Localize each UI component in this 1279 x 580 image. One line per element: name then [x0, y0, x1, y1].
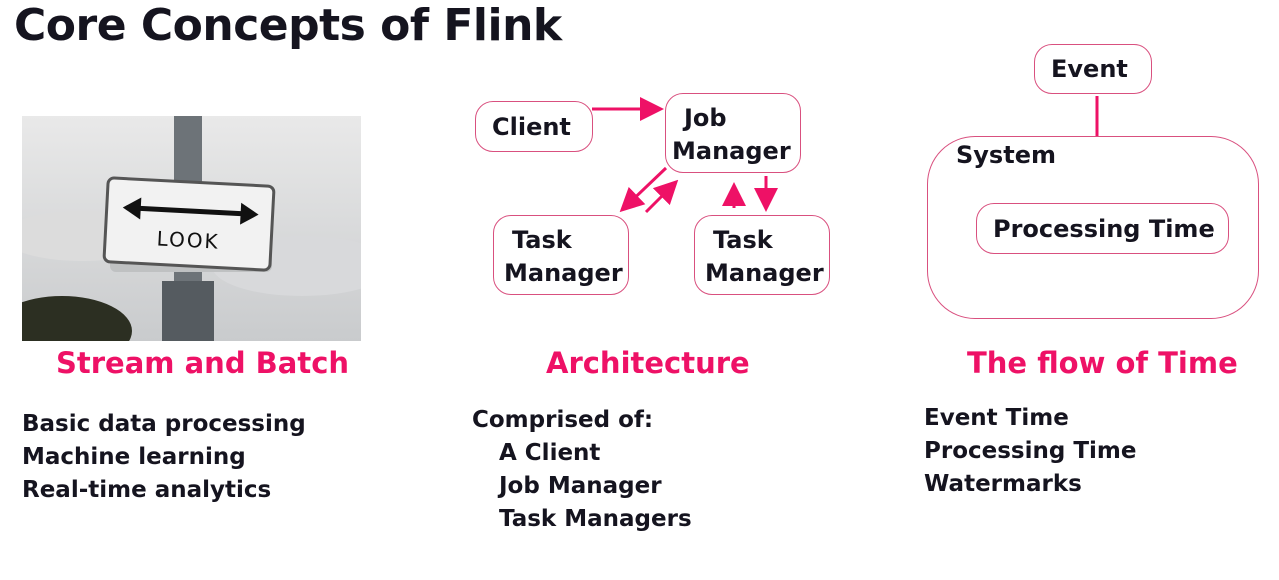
- job-manager-label-2: Manager: [672, 137, 791, 165]
- task-manager-label-2: Manager: [504, 259, 623, 287]
- architecture-heading: Architecture: [546, 346, 750, 380]
- arrow-job-to-task1: [619, 166, 668, 213]
- processing-time-box: Processing Time: [976, 203, 1229, 254]
- list-intro: Comprised of:: [472, 407, 654, 433]
- slide-title: Core Concepts of Flink: [14, 0, 562, 51]
- stream-batch-heading: Stream and Batch: [56, 346, 350, 380]
- list-item: A Client: [499, 440, 601, 466]
- client-box: Client: [475, 101, 593, 152]
- task-manager-label-2: Manager: [705, 259, 824, 287]
- flow-of-time-list: Event Time Processing Time Watermarks: [924, 402, 1136, 501]
- job-manager-label: Job: [684, 104, 727, 132]
- job-manager-box: Job Manager: [665, 93, 801, 173]
- client-label: Client: [492, 113, 571, 141]
- task-manager-box-1: Task Manager: [493, 215, 629, 295]
- task-manager-label: Task: [512, 226, 572, 254]
- task-manager-box-2: Task Manager: [694, 215, 830, 295]
- list-item: Task Managers: [499, 506, 692, 532]
- sign-text: LOOK: [156, 226, 220, 253]
- flow-of-time-heading: The flow of Time: [967, 346, 1238, 380]
- list-item: Processing Time: [924, 438, 1137, 464]
- look-sign-photo: LOOK: [0, 116, 392, 366]
- list-item: Event Time: [924, 405, 1069, 431]
- event-label: Event: [1051, 55, 1128, 83]
- list-item: Machine learning: [22, 444, 246, 470]
- stream-batch-list: Basic data processing Machine learning R…: [22, 408, 306, 507]
- task-manager-label: Task: [713, 226, 773, 254]
- list-item: Real-time analytics: [22, 477, 272, 503]
- event-box: Event: [1034, 44, 1152, 94]
- processing-time-label: Processing Time: [993, 215, 1215, 243]
- list-item: Watermarks: [924, 471, 1082, 497]
- arrow-task1-to-job: [644, 179, 679, 214]
- list-item: Job Manager: [499, 473, 662, 499]
- list-item: Basic data processing: [22, 411, 306, 437]
- system-label: System: [956, 141, 1056, 169]
- architecture-list: Comprised of: A Client Job Manager Task …: [472, 404, 692, 536]
